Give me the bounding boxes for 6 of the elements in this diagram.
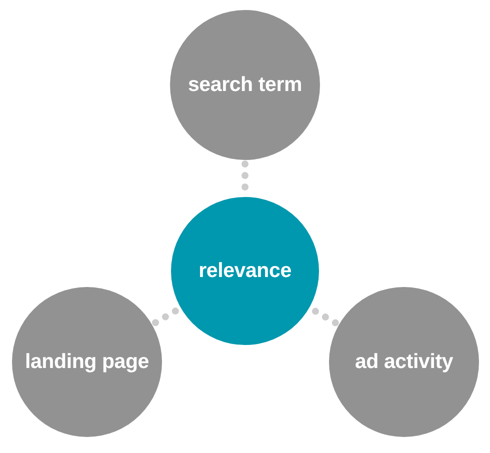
dotted-connector — [309, 306, 339, 326]
dotted-connector — [152, 306, 181, 326]
circle-label: search term — [188, 73, 302, 97]
circle-label: relevance — [198, 259, 292, 283]
circle-label: landing page — [24, 350, 150, 374]
circle-label: ad activity — [354, 350, 454, 374]
